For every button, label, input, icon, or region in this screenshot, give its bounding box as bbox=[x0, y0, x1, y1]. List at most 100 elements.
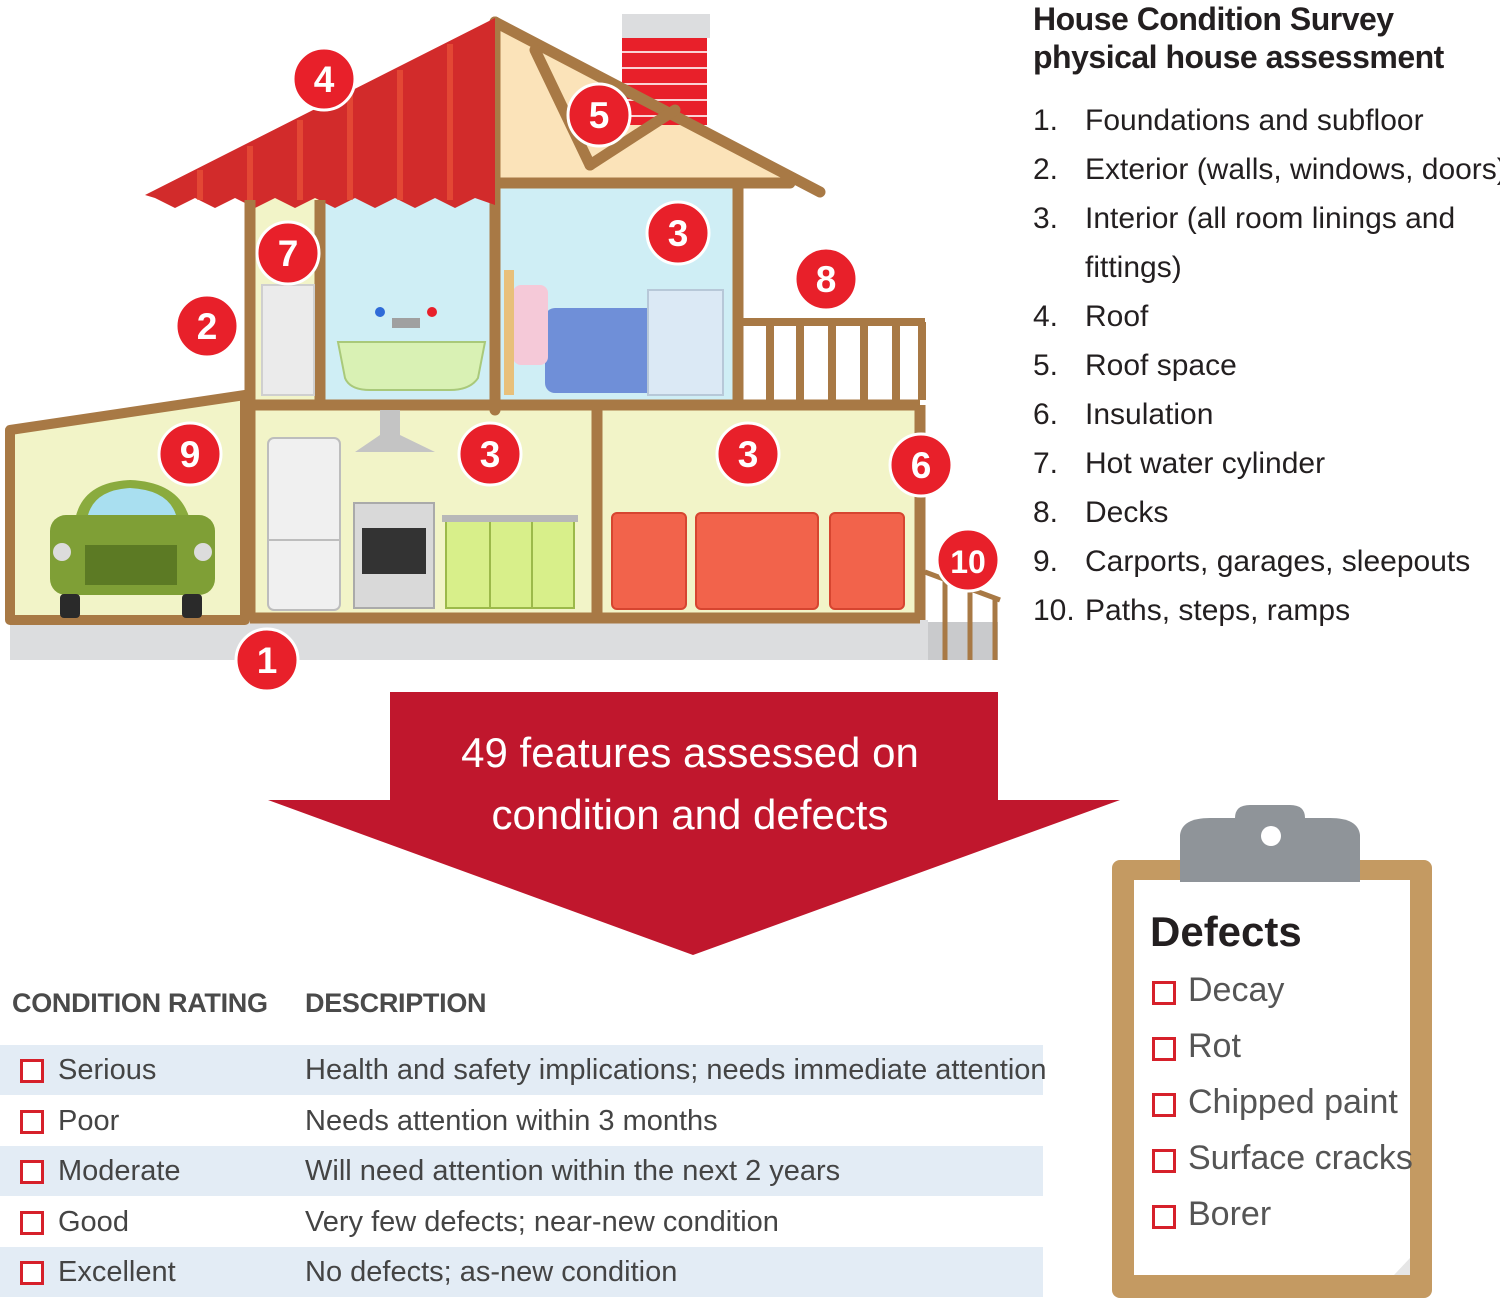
marker-circle bbox=[157, 421, 223, 487]
kitchen-cabinets bbox=[445, 519, 575, 609]
arrow-text-line2: condition and defects bbox=[491, 791, 889, 838]
legend-item: 4. Roof bbox=[1033, 292, 1500, 341]
condition-rating-header: CONDITION RATING bbox=[12, 988, 268, 1018]
dresser bbox=[647, 289, 724, 396]
legend-item: 8. Decks bbox=[1033, 488, 1500, 537]
defect-label: Rot bbox=[1188, 1027, 1241, 1065]
house-marker: 9 bbox=[157, 421, 223, 487]
range-hood bbox=[355, 410, 435, 452]
marker-number: 3 bbox=[668, 213, 689, 254]
armchair-right bbox=[829, 512, 905, 610]
marker-number: 3 bbox=[738, 434, 759, 475]
legend-item-number: 8. bbox=[1033, 496, 1059, 529]
defect-checkbox[interactable] bbox=[1152, 1205, 1176, 1229]
defect-checkbox[interactable] bbox=[1152, 1093, 1176, 1117]
marker-circle bbox=[174, 293, 240, 359]
legend-item-label: Foundations and subfloor bbox=[1085, 104, 1424, 137]
condition-table: Serious Health and safety implications; n… bbox=[0, 1045, 1047, 1297]
legend-item: 10.Paths, steps, ramps bbox=[1033, 586, 1500, 635]
legend-item-label: Roof bbox=[1085, 300, 1149, 333]
condition-description: No defects; as-new condition bbox=[305, 1256, 678, 1288]
defect-label: Chipped paint bbox=[1188, 1083, 1398, 1121]
legend-item: 6.Insulation bbox=[1033, 390, 1500, 439]
car bbox=[50, 480, 215, 618]
condition-rating: Excellent bbox=[58, 1256, 176, 1288]
legend-title-line1: House Condition Survey bbox=[1033, 1, 1394, 37]
arrow-banner bbox=[268, 692, 1120, 955]
legend-item-number: 3. bbox=[1033, 202, 1059, 235]
bathtub bbox=[336, 341, 487, 391]
roof-truss bbox=[484, 16, 826, 416]
marker-number: 3 bbox=[480, 434, 501, 475]
condition-description: Needs attention within 3 months bbox=[305, 1104, 718, 1137]
condition-checkbox[interactable] bbox=[20, 1109, 44, 1134]
marker-circle bbox=[457, 421, 523, 487]
marker-number: 5 bbox=[589, 95, 610, 136]
condition-row: Good Very few defects; near-new condition bbox=[0, 1197, 1043, 1247]
legend-item-number: 7. bbox=[1033, 447, 1059, 480]
condition-rating: Good bbox=[58, 1205, 129, 1238]
defect-label: Borer bbox=[1188, 1195, 1272, 1233]
condition-checkbox[interactable] bbox=[20, 1210, 44, 1235]
marker-number: 10 bbox=[950, 544, 986, 580]
condition-rating: Moderate bbox=[58, 1155, 181, 1187]
condition-checkbox[interactable] bbox=[20, 1160, 44, 1184]
legend-item-number: 4. bbox=[1033, 300, 1059, 333]
marker-circle bbox=[793, 246, 859, 312]
legend-list: 1.Foundations and subfloor 2. Exterior (wa… bbox=[1033, 96, 1500, 635]
legend-item-label: Hot water cylinder bbox=[1085, 447, 1326, 480]
description-header: DESCRIPTION bbox=[305, 988, 487, 1018]
legend-item-label: Exterior (walls, windows, doors) bbox=[1085, 153, 1500, 186]
roof bbox=[145, 18, 495, 208]
condition-rating: Poor bbox=[58, 1104, 120, 1137]
ground-slab bbox=[10, 620, 928, 660]
marker-circle bbox=[935, 527, 1001, 593]
house-marker: 10 bbox=[935, 527, 1001, 593]
marker-number: 9 bbox=[180, 434, 201, 475]
defect-checkbox[interactable] bbox=[1152, 1037, 1176, 1061]
marker-number: 4 bbox=[314, 59, 335, 100]
defect-label: Decay bbox=[1188, 971, 1285, 1009]
legend-title: House Condition Survey physical house as… bbox=[1033, 0, 1444, 76]
house-marker: 7 bbox=[255, 220, 321, 286]
condition-row: Poor Needs attention within 3 months bbox=[0, 1096, 1043, 1146]
legend-item: 1.Foundations and subfloor bbox=[1033, 96, 1500, 145]
marker-circle bbox=[234, 627, 300, 693]
armchair-left bbox=[611, 512, 687, 610]
marker-number: 8 bbox=[816, 259, 837, 300]
legend-item-label: Interior (all room linings and fittings) bbox=[1085, 202, 1456, 284]
hot-water-cylinder bbox=[261, 284, 315, 396]
house-marker: 8 bbox=[793, 246, 859, 312]
arrow-text: 49 features assessed on condition and de… bbox=[380, 722, 1000, 846]
marker-circle bbox=[255, 220, 321, 286]
legend-item: 3. Interior (all room linings and fitting… bbox=[1033, 194, 1500, 292]
condition-checkbox[interactable] bbox=[20, 1261, 44, 1285]
legend-item-label: Decks bbox=[1085, 496, 1169, 529]
legend-item-number: 6. bbox=[1033, 398, 1059, 431]
marker-number: 1 bbox=[257, 640, 278, 681]
legend-item-number: 9. bbox=[1033, 545, 1059, 578]
arrow-text-line1: 49 features assessed on bbox=[461, 729, 919, 776]
legend-item: 7. Hot water cylinder bbox=[1033, 439, 1500, 488]
lower-floor bbox=[250, 405, 920, 620]
condition-row: Excellent No defects; as-new condition bbox=[0, 1247, 1043, 1297]
condition-description: Very few defects; near-new condition bbox=[305, 1205, 779, 1238]
marker-circle bbox=[888, 432, 954, 498]
legend-item: 2. Exterior (walls, windows, doors) bbox=[1033, 145, 1500, 194]
condition-checkbox[interactable] bbox=[20, 1059, 44, 1083]
legend-item-number: 5. bbox=[1033, 349, 1059, 382]
house-marker: 3 bbox=[715, 421, 781, 487]
condition-row: Serious Health and safety implications; n… bbox=[0, 1045, 1047, 1095]
bed bbox=[545, 308, 663, 393]
marker-number: 7 bbox=[278, 233, 299, 274]
house-marker: 6 bbox=[888, 432, 954, 498]
defect-checkbox[interactable] bbox=[1152, 1149, 1176, 1173]
legend-item: 5.Roof space bbox=[1033, 341, 1500, 390]
condition-description: Health and safety implications; needs im… bbox=[305, 1054, 1047, 1086]
defect-checkbox[interactable] bbox=[1152, 981, 1176, 1005]
legend-item-number: 2. bbox=[1033, 153, 1059, 186]
marker-circle bbox=[566, 82, 632, 148]
condition-rating: Serious bbox=[58, 1054, 157, 1086]
legend-item-label: Carports, garages, sleepouts bbox=[1085, 545, 1471, 578]
legend-item-label: Paths, steps, ramps bbox=[1085, 594, 1351, 627]
